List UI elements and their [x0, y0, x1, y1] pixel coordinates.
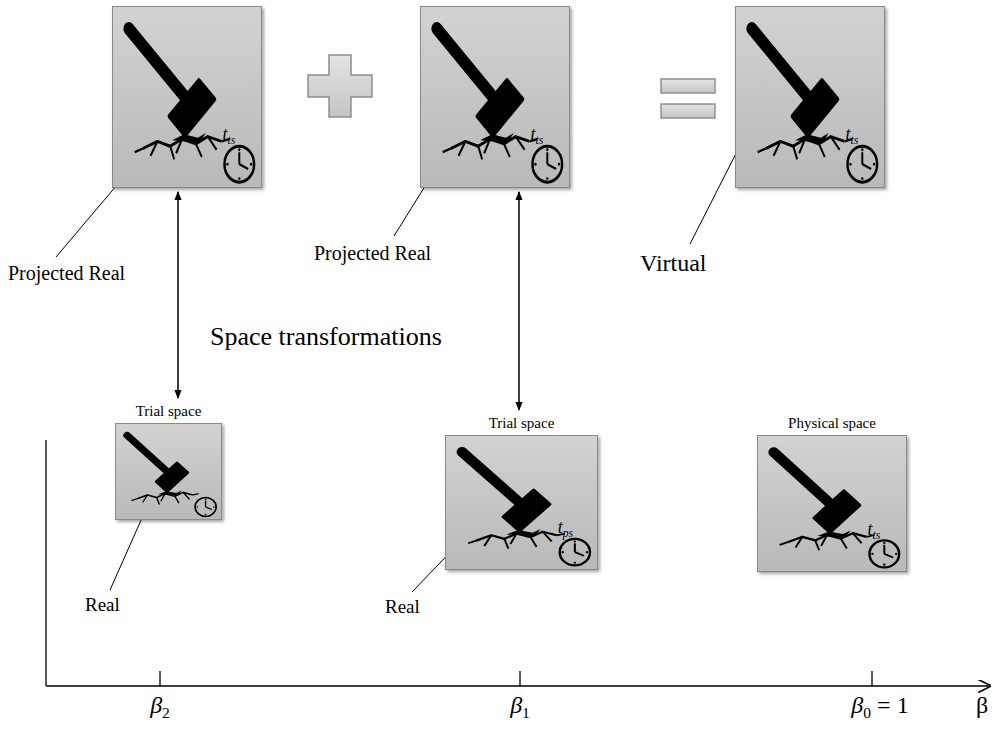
- hammer-clock-icon: [113, 7, 261, 187]
- space-panel: Trial space: [112, 401, 225, 520]
- projection-panel: tts: [112, 6, 262, 188]
- space-heading: Trial space: [442, 413, 601, 433]
- axis-tick-label: β0 = 1: [851, 692, 908, 720]
- region-label: Projected Real: [8, 262, 125, 285]
- space-heading: Trial space: [112, 401, 225, 421]
- region-label: Real: [385, 596, 420, 618]
- time-label: tts: [846, 124, 859, 144]
- panel-box: tts: [735, 6, 885, 188]
- time-label: tts: [868, 519, 881, 539]
- hammer-clock-icon: [758, 436, 906, 571]
- panel-box: [115, 423, 222, 520]
- beta-axis: [46, 440, 990, 686]
- region-label: Virtual: [640, 250, 707, 278]
- equals-bar: [661, 104, 715, 118]
- equals-bar: [661, 79, 715, 93]
- transform-label: Space transformations: [210, 322, 442, 352]
- leader-lines: [56, 122, 752, 592]
- hammer-clock-icon: [736, 7, 884, 187]
- panel-box: tts: [420, 6, 570, 188]
- axis-tick-label: β2: [150, 692, 170, 720]
- axis-tick-label: β1: [510, 692, 530, 720]
- time-label: tps: [558, 517, 573, 537]
- hammer-clock-icon: [446, 436, 597, 569]
- panel-box: tps: [445, 435, 598, 570]
- space-panel: Trial space tps: [442, 413, 601, 570]
- hammer-clock-icon: [116, 424, 221, 519]
- region-label: Real: [85, 594, 120, 616]
- time-label: tts: [531, 124, 544, 144]
- transform-arrow: [518, 192, 520, 410]
- hammer-clock-icon: [421, 7, 569, 187]
- space-heading: Physical space: [754, 413, 910, 433]
- projection-panel: tts: [735, 6, 885, 188]
- panel-box: tts: [112, 6, 262, 188]
- region-label: Projected Real: [314, 242, 431, 265]
- axis-label: β: [976, 692, 988, 720]
- projection-panel: tts: [420, 6, 570, 188]
- time-label: tts: [223, 124, 236, 144]
- panel-box: tts: [757, 435, 907, 572]
- transform-arrow: [177, 192, 179, 398]
- space-panel: Physical space tts: [754, 413, 910, 572]
- plus-sign: [308, 55, 372, 117]
